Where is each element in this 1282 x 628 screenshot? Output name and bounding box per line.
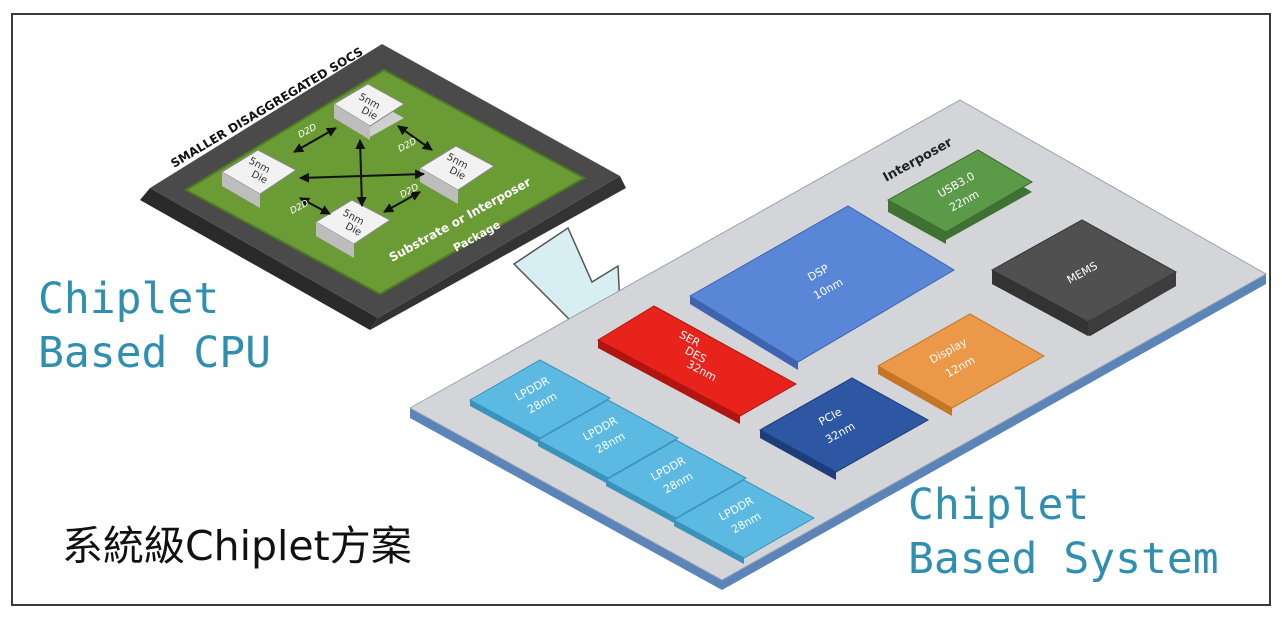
caption-chiplet-cpu: Chiplet Based CPU bbox=[38, 274, 271, 378]
chip-lpddr-3: LPDDR 28nm bbox=[604, 439, 748, 524]
chip-usb: USB3.0 22nm bbox=[886, 149, 1033, 244]
d2d-arrow-diagonal-2 bbox=[355, 139, 367, 207]
d2d-arrow-top-right bbox=[397, 125, 433, 151]
die-left: 5nm Die bbox=[221, 149, 297, 208]
chip-dsp: DSP 10nm bbox=[689, 205, 955, 370]
chip-lpddr-1: LPDDR 28nm bbox=[468, 359, 612, 444]
chip-display: Display 12nm bbox=[876, 313, 1046, 416]
d2d-arrow-bottom-left bbox=[299, 197, 331, 215]
package-shadow-side bbox=[140, 188, 378, 330]
chip-mems: MEMS bbox=[990, 219, 1178, 336]
die-right: 5nm Die bbox=[419, 145, 495, 204]
d2d-arrow-top-left bbox=[293, 127, 337, 153]
package-shadow-side-right bbox=[370, 176, 626, 330]
die-bottom: 5nm Die bbox=[315, 199, 391, 258]
d2d-arrow-bottom-right bbox=[383, 191, 421, 213]
outer-frame bbox=[11, 13, 1271, 606]
caption-system-level-chiplet: 系統級Chiplet方案 bbox=[62, 522, 412, 570]
die-top: 5nm Die bbox=[333, 83, 405, 140]
cpu-package: 5nm Die 5nm Die 5nm Die 5nm Die D2D bbox=[140, 44, 626, 330]
caption-chiplet-system: Chiplet Based System bbox=[908, 480, 1219, 584]
chip-lpddr-2: LPDDR 28nm bbox=[536, 399, 680, 484]
chip-serdes: SER DES 32nm bbox=[596, 305, 798, 424]
chip-lpddr-4: LPDDR 28nm bbox=[672, 479, 816, 564]
chip-pcie: PCIe 32nm bbox=[758, 377, 930, 480]
